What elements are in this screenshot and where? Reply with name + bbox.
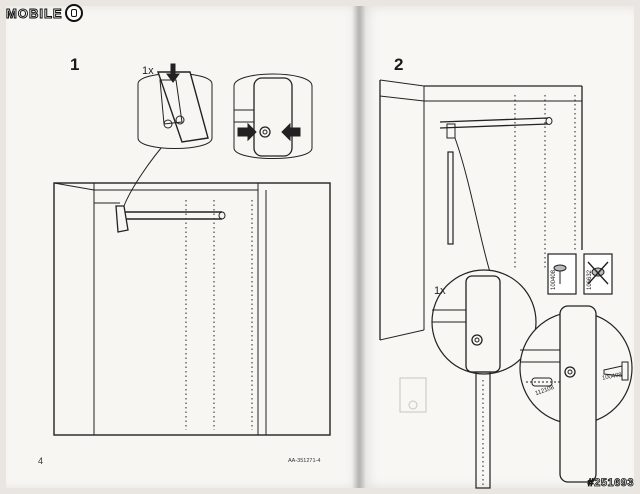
bracket-fit-detail-zoom bbox=[431, 269, 537, 375]
logo-text: MOBILE bbox=[6, 5, 63, 21]
screw-fit-detail-zoom bbox=[519, 305, 633, 483]
rail-end-detail-zoom bbox=[233, 73, 313, 159]
watermark-id: #251693 bbox=[587, 477, 634, 490]
document-code: AA-351271-4 bbox=[288, 458, 321, 464]
part-label-fitting-b: 106632 bbox=[587, 269, 593, 290]
wardrobe-frame-illustration bbox=[53, 182, 331, 436]
part-label-fitting-a: 100408 bbox=[551, 269, 557, 290]
bleed-through-marks bbox=[399, 377, 427, 413]
wardrobe-interior-illustration bbox=[379, 79, 583, 341]
step-number-1: 1 bbox=[70, 55, 80, 74]
step-number-2: 2 bbox=[394, 55, 404, 74]
step-2-quantity: 1x bbox=[434, 285, 446, 297]
page-gutter bbox=[352, 6, 366, 488]
bracket-detail-zoom bbox=[137, 63, 213, 149]
page-number: 4 bbox=[38, 456, 44, 466]
site-logo: MOBILE bbox=[6, 4, 83, 22]
logo-icon bbox=[64, 4, 83, 22]
parts-legend bbox=[547, 253, 613, 295]
step-1-quantity: 1x bbox=[142, 65, 154, 77]
